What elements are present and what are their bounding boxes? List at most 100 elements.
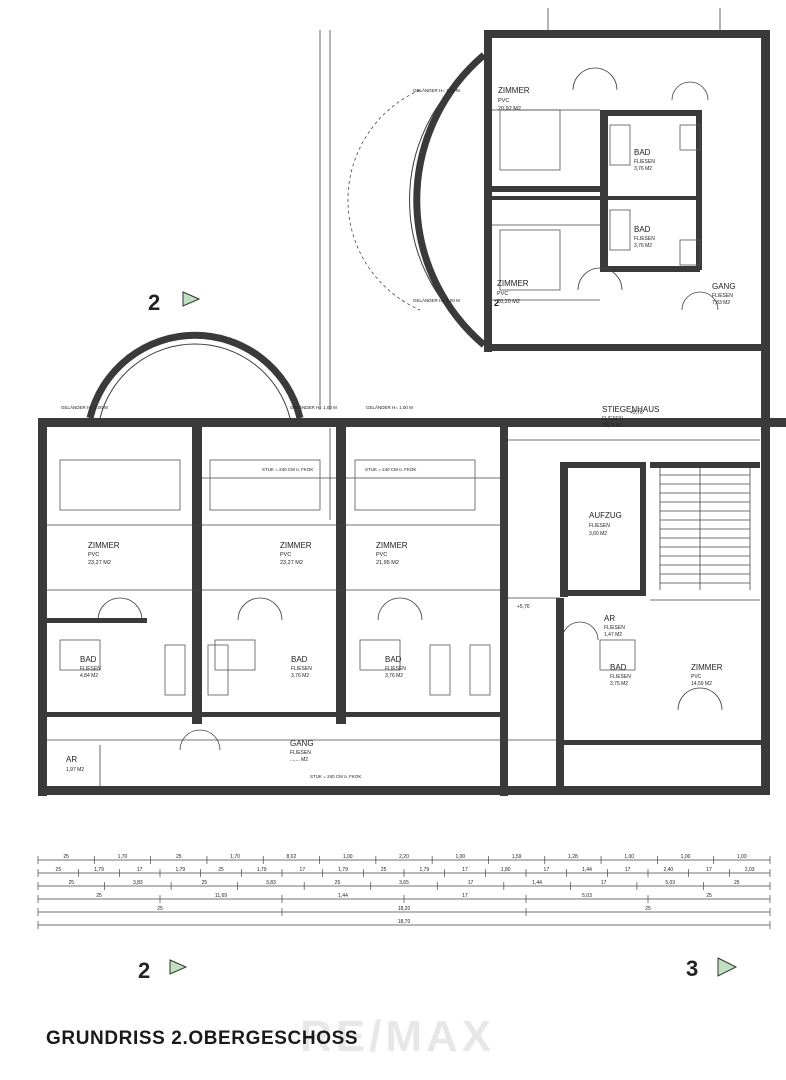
room-bad-w2: BAD FLIESEN 3,76 M2 — [291, 655, 312, 679]
room-area: 1,47 M2 — [604, 632, 622, 638]
room-name: AR — [66, 755, 77, 764]
room-floor: PVC — [497, 291, 508, 297]
parapet-note-ne1: GELÄNDER H= 1,00 M — [413, 87, 460, 93]
room-bad-ne2: BAD FLIESEN 3,76 M2 — [634, 225, 655, 249]
room-zimmer-w3: ZIMMER PVC 21,95 M2 — [376, 541, 408, 566]
room-gang-s: GANG FLIESEN ...,... M2 — [290, 739, 314, 763]
room-floor: PVC — [498, 98, 509, 104]
furniture — [207, 644, 229, 696]
wall — [600, 110, 700, 116]
room-area: 20,20 M2 — [497, 299, 520, 305]
room-zimmer-e: ZIMMER PVC 14,59 M2 — [691, 663, 723, 687]
section-marker-2-top: 2 — [148, 290, 201, 315]
furniture — [359, 639, 401, 671]
room-area: 23,27 M2 — [280, 560, 303, 566]
dimension-label: 5,03 — [582, 893, 592, 899]
wall — [484, 30, 770, 38]
dimension-label: 3,83 — [133, 880, 143, 886]
dimension-label: 17 — [601, 880, 607, 886]
dimension-label: 1,79 — [94, 867, 104, 873]
section-marker-2-right: 2 — [494, 298, 499, 308]
wall — [560, 462, 646, 468]
parapet-note-w2: GELÄNDER H= 1,00 M — [290, 404, 337, 410]
room-floor: FLIESEN — [634, 236, 655, 242]
furniture — [354, 459, 476, 511]
room-stiegenhaus: STIEGENHAUS FLIESEN 29,79 M2 — [602, 405, 659, 429]
section-marker-number: 3 — [686, 956, 698, 981]
section-marker-3-bottom: 3 — [686, 956, 738, 981]
door-swing — [377, 597, 423, 621]
bay-wall-west — [86, 331, 304, 419]
dimension-label: 25 — [706, 893, 712, 899]
room-bad-ne1: BAD FLIESEN 3,76 M2 — [634, 148, 655, 172]
dimension-label: 8,02 — [287, 854, 297, 860]
door-swing — [561, 621, 599, 641]
room-floor: PVC — [280, 552, 291, 558]
room-floor: PVC — [376, 552, 387, 558]
room-floor: FLIESEN — [80, 666, 101, 672]
room-name: ZIMMER — [280, 541, 312, 550]
furniture — [59, 109, 701, 696]
room-floor: FLIESEN — [291, 666, 312, 672]
room-name: ZIMMER — [88, 541, 120, 550]
dimension-label: 3,65 — [399, 880, 409, 886]
furniture — [679, 124, 701, 151]
furniture — [59, 459, 181, 511]
wall — [484, 344, 770, 351]
furniture — [499, 109, 561, 171]
dimension-label: 17 — [462, 867, 468, 873]
section-marker-number: 2 — [494, 298, 499, 308]
dimension-label: 17 — [137, 867, 143, 873]
room-area: 1,97 M2 — [66, 767, 84, 773]
dimension-label: 1,28 — [568, 854, 578, 860]
bay-wall-north — [413, 52, 487, 348]
dimension-label: 1,00 — [624, 854, 634, 860]
wall — [600, 196, 700, 200]
wall — [38, 786, 770, 795]
room-name: GANG — [712, 282, 736, 291]
dimension-label: 25 — [157, 906, 163, 912]
door-swing — [237, 597, 283, 621]
room-gang-ne: GANG FLIESEN 7,83 M2 — [712, 282, 736, 306]
dimension-label: 17 — [625, 867, 631, 873]
door-swing — [577, 267, 623, 291]
door-swing — [97, 597, 143, 621]
room-area: 14,59 M2 — [691, 681, 712, 687]
dimension-label: 2,20 — [399, 854, 409, 860]
door-swing — [572, 67, 618, 91]
dimension-label: 18,20 — [398, 906, 411, 912]
dimension-label: 1,00 — [737, 854, 747, 860]
room-name: ZIMMER — [376, 541, 408, 550]
room-area: 3,60 M2 — [589, 531, 607, 537]
wall — [650, 462, 760, 468]
dimension-label: 1,80 — [501, 867, 511, 873]
room-area: 29,79 M2 — [602, 423, 623, 429]
parapet-note-ne2: GELÄNDER H= 1,00 M — [413, 297, 460, 303]
room-name: ZIMMER — [498, 86, 530, 95]
furniture — [164, 644, 186, 696]
ceiling-note-w3: STUK = 240 CM ü. FKOK — [365, 467, 416, 472]
room-floor: FLIESEN — [290, 750, 311, 756]
dimension-label: 25 — [202, 880, 208, 886]
room-floor: PVC — [88, 552, 99, 558]
dimension-label: 25 — [381, 867, 387, 873]
room-area: ...,... M2 — [290, 757, 308, 763]
wall — [490, 196, 600, 200]
wall — [696, 110, 702, 270]
room-ar-w: AR 1,97 M2 — [66, 755, 84, 773]
parapet-line — [347, 89, 421, 311]
dimension-label: 17 — [462, 893, 468, 899]
dimension-label: 1,00 — [455, 854, 465, 860]
room-floor: FLIESEN — [712, 293, 733, 299]
dimension-label: 25 — [734, 880, 740, 886]
wall — [47, 618, 147, 623]
dimension-label: 5,03 — [665, 880, 675, 886]
section-markers: 2 2 2 3 — [138, 290, 738, 983]
dimension-label: 1,00 — [681, 854, 691, 860]
furniture — [209, 459, 321, 511]
furniture — [609, 209, 631, 251]
room-bad-w1: BAD FLIESEN 4,84 M2 — [80, 655, 101, 679]
dimension-label: 3,83 — [266, 880, 276, 886]
